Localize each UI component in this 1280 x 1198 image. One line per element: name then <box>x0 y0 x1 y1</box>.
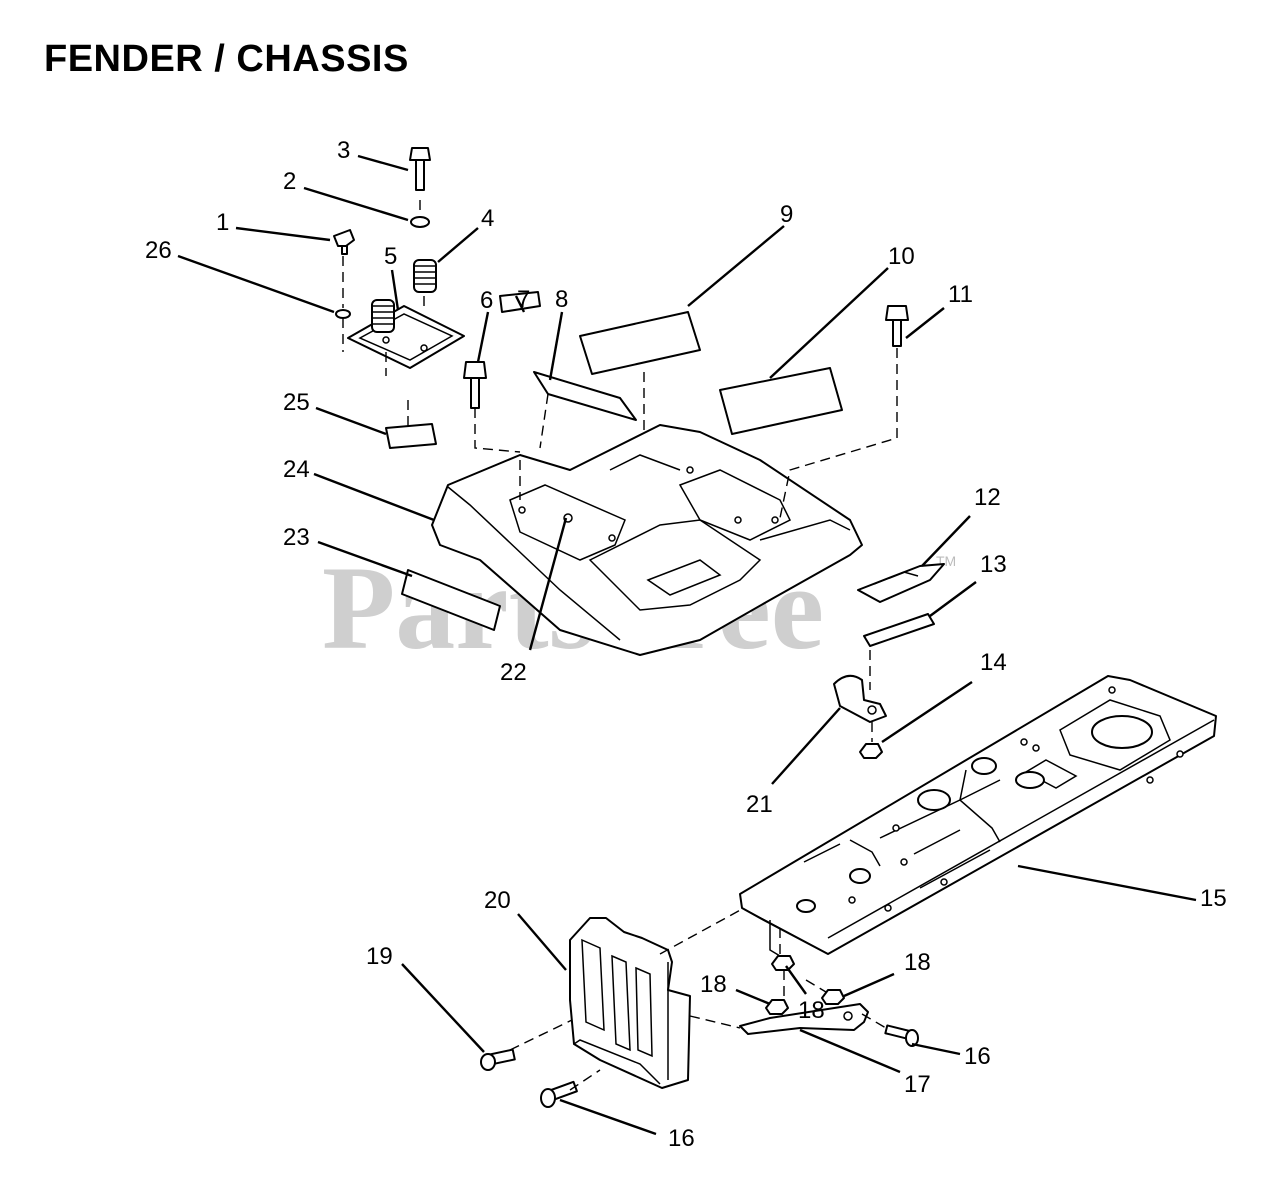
hex-nut <box>859 743 883 759</box>
callout-1: 1 <box>216 209 229 236</box>
callout-15: 15 <box>1200 885 1227 912</box>
callout-23: 23 <box>283 524 310 551</box>
callout-3: 3 <box>337 137 350 164</box>
washer-small <box>335 309 351 319</box>
hitch-plate <box>569 917 691 1089</box>
seat-spring-left <box>371 299 395 333</box>
brace <box>739 1003 869 1035</box>
fender-bracket <box>857 563 945 603</box>
callout-4: 4 <box>481 205 494 232</box>
flange-nut-c <box>771 955 795 971</box>
decal-panel <box>719 367 843 435</box>
callout-26: 26 <box>145 237 172 264</box>
callout-6: 6 <box>480 287 493 314</box>
callout-17: 17 <box>904 1071 931 1098</box>
callout-2: 2 <box>283 168 296 195</box>
decal-side <box>401 569 501 631</box>
callout-12: 12 <box>974 484 1001 511</box>
callout-9: 9 <box>780 201 793 228</box>
callout-16-bottom: 16 <box>668 1125 695 1152</box>
callout-20: 20 <box>484 887 511 914</box>
callout-19: 19 <box>366 943 393 970</box>
callout-13: 13 <box>980 551 1007 578</box>
callout-8: 8 <box>555 286 568 313</box>
callout-22: 22 <box>500 659 527 686</box>
diagram-title: FENDER / CHASSIS <box>44 38 409 80</box>
leader-lines <box>177 154 1197 1136</box>
flange-nut-a <box>765 999 789 1015</box>
decal-large <box>579 311 701 375</box>
shoulder-bolt <box>409 147 431 191</box>
fender <box>431 424 863 656</box>
cable-clip <box>833 674 887 723</box>
callout-14: 14 <box>980 649 1007 676</box>
decal-seat <box>385 423 437 449</box>
decal-strip <box>533 371 637 421</box>
carriage-bolt-right <box>884 1024 919 1047</box>
callout-18-left: 18 <box>700 971 727 998</box>
callout-7: 7 <box>517 286 530 313</box>
flange-nut-b <box>821 989 845 1005</box>
hex-bolt-right <box>885 305 909 347</box>
callout-24: 24 <box>283 456 310 483</box>
callout-10: 10 <box>888 243 915 270</box>
chassis-frame <box>739 675 1217 965</box>
callout-16-right: 16 <box>964 1043 991 1070</box>
callout-18-right: 18 <box>904 949 931 976</box>
callout-18-center: 18 <box>798 997 825 1024</box>
hex-bolt <box>463 361 487 409</box>
hitch-bolt <box>480 1048 516 1071</box>
callout-5: 5 <box>384 243 397 270</box>
callout-11: 11 <box>948 281 973 308</box>
callout-labels: 3 2 1 4 26 5 6 7 8 9 10 11 25 24 23 22 1… <box>145 137 1227 1152</box>
seat-plate <box>347 305 465 369</box>
knob <box>333 229 355 255</box>
seat-spring-right <box>413 259 437 293</box>
callout-21: 21 <box>746 791 773 818</box>
callout-25: 25 <box>283 389 310 416</box>
pad <box>863 613 935 647</box>
washer <box>410 216 430 228</box>
assembly-lines <box>342 200 898 1091</box>
